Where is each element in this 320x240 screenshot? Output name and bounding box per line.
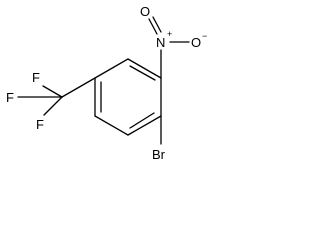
benzene-ring [94, 58, 162, 136]
bond-carbon-fluorine-bottom [43, 96, 63, 116]
bond-ring-to-cf3-carbon [61, 77, 96, 98]
bond-nitrogen-oxygen-double-b [152, 16, 162, 33]
nitro-oxygen-charge: − [202, 31, 207, 41]
bond-nitrogen-oxygen-double-a [148, 18, 158, 35]
nitro-group: N + O O − [140, 4, 207, 79]
fluorine-bottom-label: F [36, 117, 44, 132]
ring-bond-c6-c1 [94, 58, 129, 79]
ring-bond-c3-c4 [127, 115, 162, 136]
trifluoromethyl-group: F F F [6, 70, 96, 132]
chemical-structure: N + O O − Br F F F [6, 4, 207, 162]
nitro-nitrogen-charge: + [167, 29, 172, 39]
bromine-substituent: Br [152, 115, 166, 162]
ring-bond-c1-c2 [127, 58, 162, 79]
bond-carbon-fluorine-top [42, 85, 63, 98]
ring-bond-c4-c5 [94, 115, 129, 136]
bromine-label: Br [152, 147, 166, 162]
nitro-oxygen-top-label: O [140, 4, 150, 19]
nitro-oxygen-right-label: O [191, 35, 201, 50]
fluorine-top-label: F [32, 70, 40, 85]
ring-double-bond-inner-1 [129, 65, 156, 81]
fluorine-left-label: F [6, 90, 14, 105]
ring-double-bond-inner-2 [129, 112, 155, 129]
nitro-nitrogen-label: N [156, 35, 165, 50]
